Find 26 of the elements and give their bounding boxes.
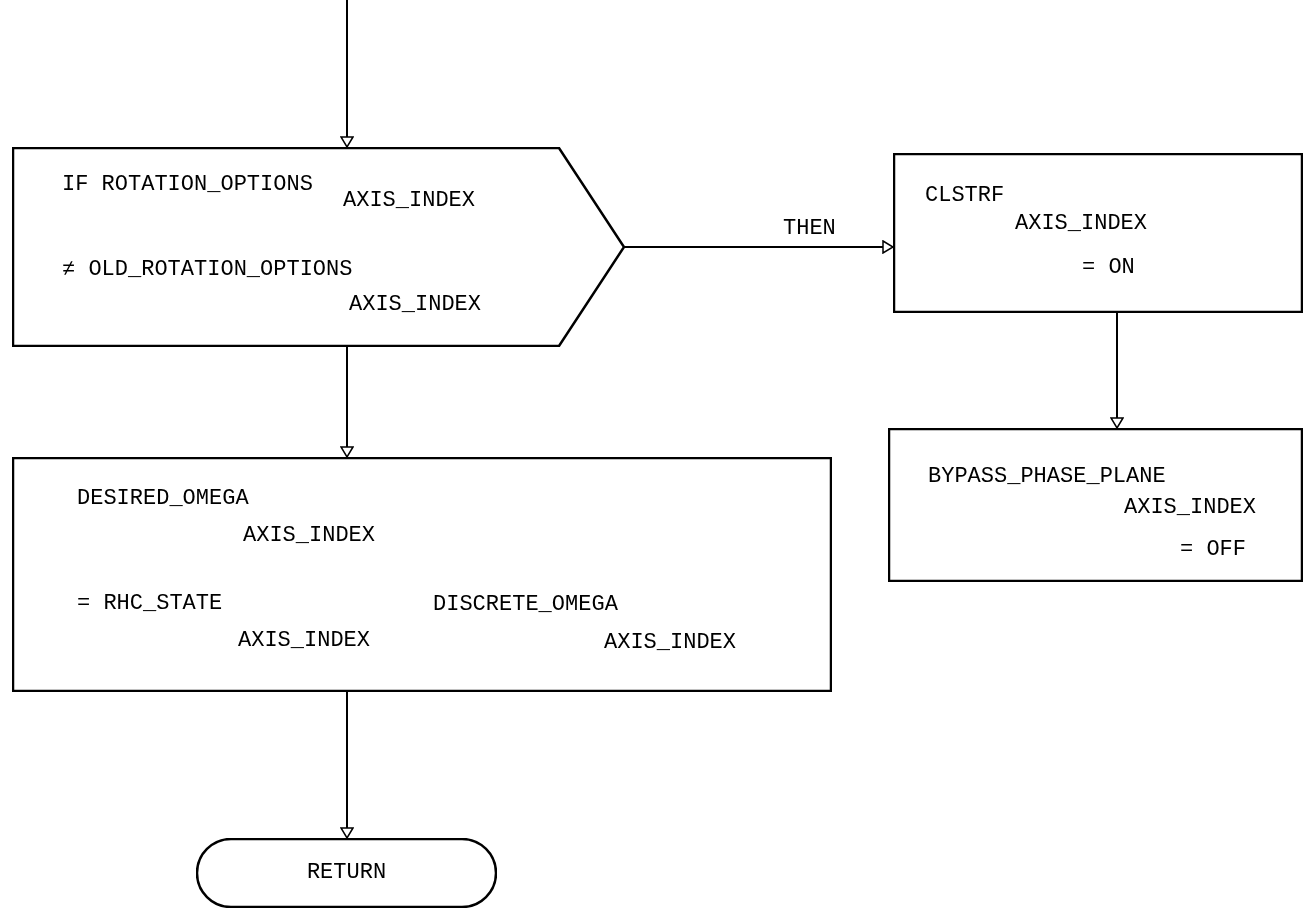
node-text: AXIS_INDEX [604,631,737,655]
node-text: AXIS_INDEX [243,524,376,548]
arrow [1110,312,1124,429]
decision-box [12,147,625,347]
node-text: = ON [1082,256,1135,280]
arrow [340,0,354,148]
node-text: DISCRETE_OMEGA [433,593,618,617]
arrow [340,691,354,839]
process-box [12,457,832,692]
node-text: AXIS_INDEX [1015,212,1148,236]
node-text: CLSTRF [925,184,1005,208]
node-text: = OFF [1180,538,1246,562]
arrow [340,346,354,458]
node-text: AXIS_INDEX [1124,496,1257,520]
process-box [893,153,1303,313]
node-text: IF ROTATION_OPTIONS [62,173,313,197]
node-text: AXIS_INDEX [349,293,482,317]
node-text: BYPASS_PHASE_PLANE [928,465,1166,489]
node-text: AXIS_INDEX [343,189,476,213]
node-text: ≠ OLD_ROTATION_OPTIONS [62,258,353,282]
node-text: RETURN [306,861,387,885]
node-text: = RHC_STATE [77,592,223,616]
process-box [888,428,1303,582]
node-text: AXIS_INDEX [238,629,371,653]
arrow [624,240,894,254]
node-text: DESIRED_OMEGA [77,487,249,511]
